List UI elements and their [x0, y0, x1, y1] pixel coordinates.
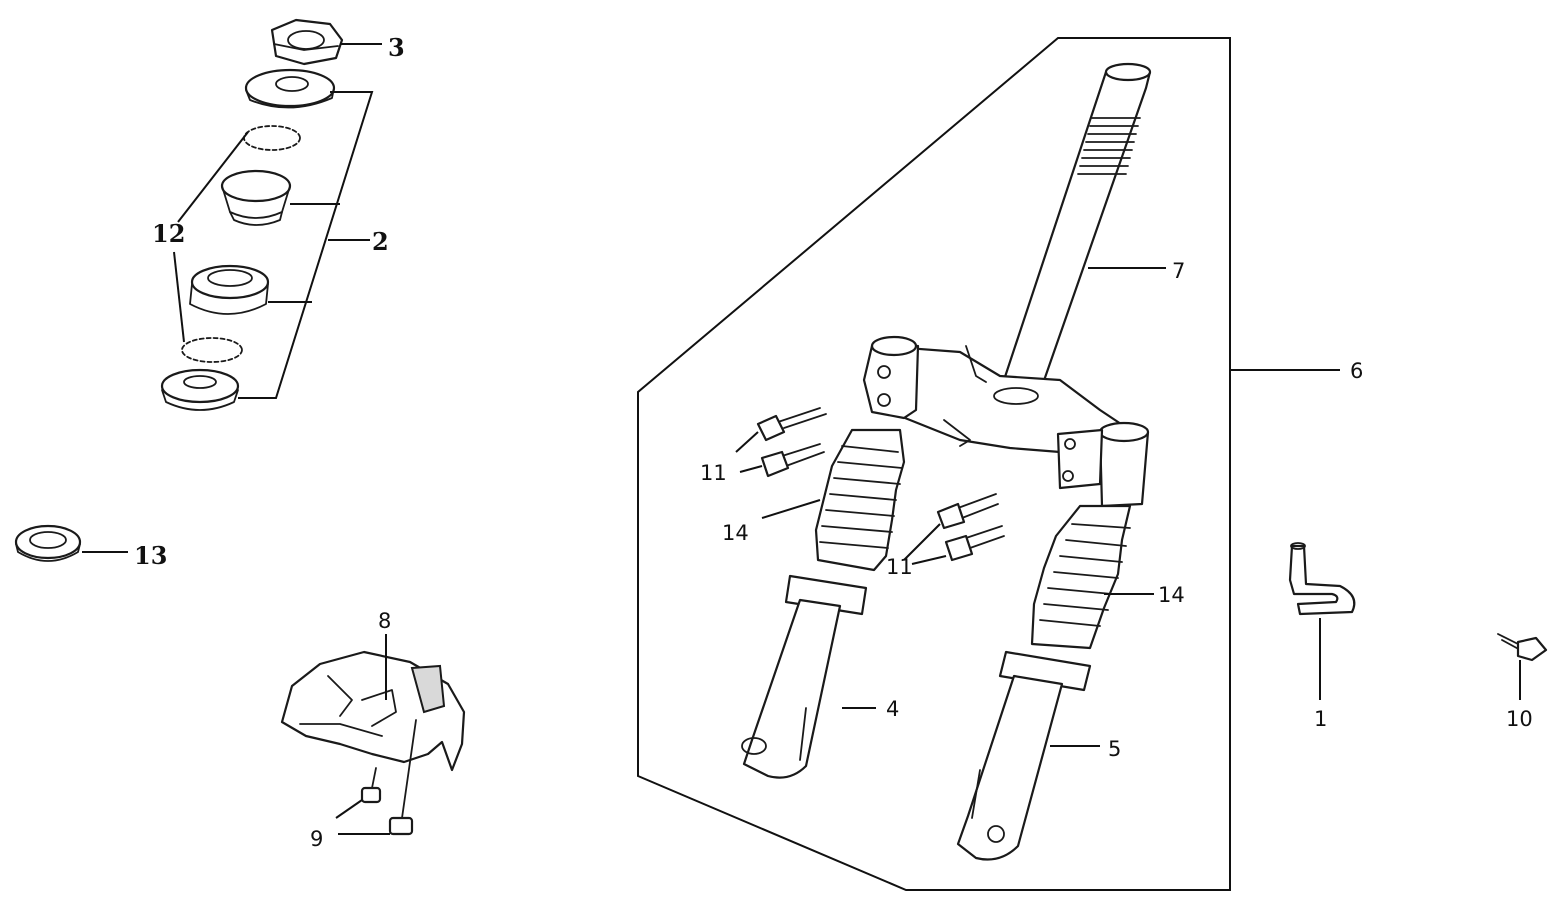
- part-2-bottom-cone-race: [160, 368, 240, 411]
- label-11-upper: 11: [700, 461, 727, 485]
- part-3-lock-nut: [270, 18, 344, 66]
- part-7-steering-stem: [998, 62, 1152, 394]
- label-8: 8: [378, 609, 391, 633]
- part-9-bolt-a: [360, 767, 382, 804]
- part-5-right-fork-leg: [956, 650, 1092, 861]
- leader-11-low-a: [903, 523, 941, 561]
- part-9-bolt-b: [388, 719, 417, 836]
- part-11-clamp-bolt-d: [944, 525, 1005, 562]
- part-14-left-dust-boot: [814, 428, 906, 572]
- label-5: 5: [1108, 737, 1121, 761]
- part-2-bottom-cup: [189, 264, 270, 315]
- fork-assembly-frame: [637, 37, 1231, 891]
- part-12-upper-ball-ring: [243, 125, 301, 151]
- label-13: 13: [134, 541, 167, 570]
- label-3: 3: [388, 33, 405, 62]
- leader-11-up-a: [735, 431, 759, 453]
- fork-right-clamp: [1056, 421, 1150, 508]
- label-7: 7: [1172, 259, 1185, 283]
- leader-2-bracket: [238, 91, 374, 399]
- label-12: 12: [152, 219, 185, 248]
- leader-9-a: [335, 799, 363, 819]
- part-1-hose-clip: [1288, 542, 1356, 616]
- part-13-washer: [14, 524, 82, 562]
- part-2-top-cup: [220, 169, 292, 226]
- fork-left-clamp: [862, 335, 920, 420]
- label-14-left: 14: [722, 521, 749, 545]
- leader-12-down: [173, 251, 185, 343]
- part-8-fender-guard: [280, 650, 466, 772]
- part-2-top-cone-race: [244, 68, 336, 109]
- label-11-lower: 11: [886, 555, 913, 579]
- part-14-right-dust-boot: [1030, 504, 1132, 650]
- part-12-lower-ball-ring: [181, 337, 243, 363]
- label-1: 1: [1314, 707, 1327, 731]
- leader-11-up-b: [739, 465, 763, 473]
- label-14-right: 14: [1158, 583, 1185, 607]
- leader-14-left: [761, 499, 821, 519]
- label-4: 4: [886, 697, 899, 721]
- leader-11-low-b: [911, 555, 947, 565]
- part-10-screw: [1497, 633, 1548, 662]
- part-11-clamp-bolt-c: [936, 493, 999, 530]
- part-11-clamp-bolt-b: [760, 443, 825, 478]
- label-2: 2: [372, 227, 389, 256]
- label-9: 9: [310, 827, 323, 851]
- part-11-clamp-bolt-a: [756, 407, 827, 442]
- label-6: 6: [1350, 359, 1363, 383]
- leader-12-up: [177, 131, 249, 223]
- part-4-left-fork-leg: [741, 574, 868, 779]
- label-10: 10: [1506, 707, 1533, 731]
